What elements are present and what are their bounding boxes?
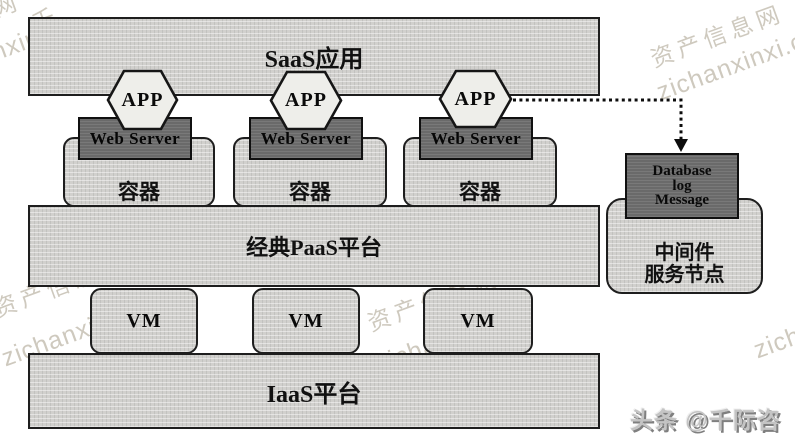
watermark-text: 资产信息网 — [0, 0, 25, 61]
app-label: APP — [454, 87, 497, 110]
iaas-layer-bar: IaaS平台 — [28, 353, 600, 429]
app-hexagon-2: APP — [269, 70, 343, 131]
hexagon-shape-icon — [269, 70, 343, 131]
db-label-line2: log — [672, 177, 692, 194]
database-log-message-box: Database log Message — [625, 153, 739, 219]
vm-label: VM — [288, 309, 324, 332]
middleware-node-label-line1: 中间件 — [654, 242, 715, 264]
iaas-layer-label: IaaS平台 — [266, 381, 362, 408]
arrowhead-icon — [674, 139, 688, 152]
db-label-line3: Message — [654, 192, 710, 209]
paas-layer-label: 经典PaaS平台 — [246, 235, 382, 260]
credit-byline: 头条 @千际咨询 — [630, 407, 781, 433]
app-hexagon-1: APP — [106, 69, 179, 131]
hexagon-shape-icon — [438, 69, 513, 129]
web-server-label: Web Server — [89, 128, 181, 148]
vm-label: VM — [126, 309, 162, 332]
container-label: 容器 — [459, 180, 501, 204]
container-label: 容器 — [289, 180, 331, 204]
vm-box-1: VM — [90, 288, 198, 354]
app-label: APP — [285, 89, 327, 111]
hexagon-shape-icon — [106, 69, 179, 131]
paas-layer-bar: 经典PaaS平台 — [28, 205, 600, 287]
web-server-box-1: Web Server — [78, 117, 192, 160]
vm-box-3: VM — [423, 288, 533, 354]
watermark-text: 资产信息网 — [647, 0, 788, 73]
container-label: 容器 — [118, 180, 160, 204]
app-hexagon-3: APP — [438, 69, 513, 129]
vm-label: VM — [460, 309, 496, 332]
web-server-label: Web Server — [260, 128, 352, 148]
web-server-label: Web Server — [430, 128, 522, 148]
watermark-text: zichanxinxi.c — [653, 27, 795, 107]
middleware-node-label-line2: 服务节点 — [644, 264, 725, 286]
watermark-text: zichanxinxi.c — [750, 285, 795, 365]
vm-box-2: VM — [252, 288, 360, 354]
saas-layer-label: SaaS应用 — [264, 47, 364, 73]
app-label: APP — [121, 88, 164, 111]
db-label-line1: Database — [652, 163, 712, 180]
